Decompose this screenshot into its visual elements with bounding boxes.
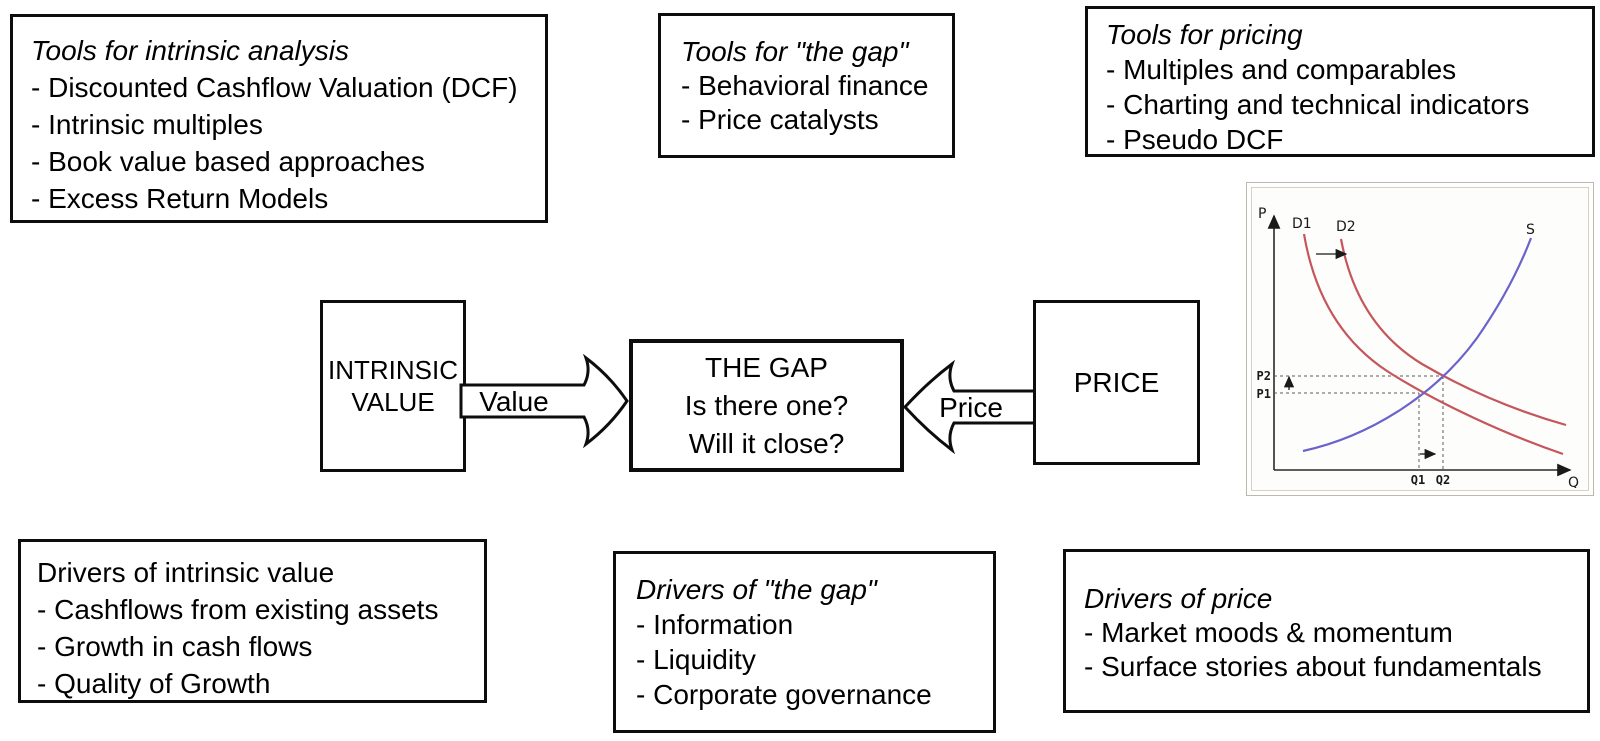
list-item: - Charting and technical indicators <box>1106 89 1530 120</box>
d2-curve-label: D2 <box>1336 219 1356 235</box>
gap-label-line3: Will it close? <box>688 427 845 459</box>
intrinsic-value-box: INTRINSIC VALUE <box>320 300 466 472</box>
p2-tick-label: P2 <box>1257 369 1271 383</box>
drivers-gap-box: Drivers of "the gap" - Information - Liqu… <box>613 551 996 733</box>
d1-curve-label: D1 <box>1292 216 1312 232</box>
list-item: - Discounted Cashflow Valuation (DCF) <box>31 72 518 103</box>
list-item: - Price catalysts <box>681 104 879 135</box>
list-item: - Multiples and comparables <box>1106 54 1457 85</box>
list-item: - Surface stories about fundamentals <box>1084 651 1542 682</box>
drivers-price-box: Drivers of price - Market moods & moment… <box>1063 549 1590 713</box>
p1-tick-label: P1 <box>1257 387 1271 401</box>
drivers-intrinsic-value-box: Drivers of intrinsic value - Cashflows f… <box>18 539 487 703</box>
price-arrow-label: Price <box>939 392 1003 423</box>
price-arrow: Price <box>902 359 1038 455</box>
tools-gap-box: Tools for "the gap" - Behavioral finance… <box>658 13 955 158</box>
price-box: PRICE <box>1033 300 1200 465</box>
y-axis-label: P <box>1258 206 1266 222</box>
box-items: - Behavioral finance- Price catalysts <box>681 69 944 137</box>
list-item: - Excess Return Models <box>31 183 329 214</box>
box-title: Drivers of "the gap" <box>636 574 877 605</box>
demand-curve-d2 <box>1339 238 1567 427</box>
tools-intrinsic-analysis-box: Tools for intrinsic analysis - Discounte… <box>10 14 548 223</box>
the-gap-box: THE GAP Is there one? Will it close? <box>629 339 904 472</box>
box-items: - Multiples and comparables - Charting an… <box>1106 52 1584 157</box>
supply-demand-chart-inner: P Q D1 D2 S P2 P1 Q1 Q2 <box>1251 187 1589 491</box>
price-label: PRICE <box>1073 366 1160 398</box>
box-items: - Information - Liquidity - Corporate gove… <box>636 607 985 712</box>
box-title: Tools for intrinsic analysis <box>31 35 349 66</box>
list-item: - Cashflows from existing assets <box>37 594 439 625</box>
list-item: - Pseudo DCF <box>1106 124 1284 155</box>
s-curve-label: S <box>1526 222 1535 238</box>
gap-label-line2: Is there one? <box>684 389 849 421</box>
tools-pricing-box: Tools for pricing - Multiples and compar… <box>1085 6 1595 157</box>
supply-curve-s <box>1302 237 1533 453</box>
box-items: - Discounted Cashflow Valuation (DCF) - I… <box>31 69 535 217</box>
box-title: Drivers of intrinsic value <box>37 557 335 588</box>
value-arrow-label: Value <box>479 386 549 417</box>
list-item: - Quality of Growth <box>37 668 271 699</box>
list-item: - Intrinsic multiples <box>31 109 263 140</box>
list-item: - Behavioral finance <box>681 70 929 101</box>
box-items: - Cashflows from existing assets - Growth… <box>37 591 476 702</box>
list-item: - Growth in cash flows <box>37 631 313 662</box>
price-arrow-shape <box>902 359 1038 455</box>
q2-tick-label: Q2 <box>1436 473 1450 487</box>
value-arrow-shape <box>459 353 629 449</box>
x-axis-label: Q <box>1568 475 1579 488</box>
box-title: Tools for "the gap" <box>681 36 909 67</box>
intrinsic-value-label-line2: VALUE <box>351 387 435 417</box>
list-item: - Information <box>636 609 794 640</box>
intrinsic-value-label-line1: INTRINSIC <box>328 355 458 385</box>
supply-demand-chart: P Q D1 D2 S P2 P1 Q1 Q2 <box>1246 182 1594 496</box>
gap-label-line1: THE GAP <box>705 351 828 383</box>
value-arrow: Value <box>459 353 629 449</box>
box-title: Tools for pricing <box>1106 19 1303 50</box>
list-item: - Corporate governance <box>636 679 932 710</box>
q1-tick-label: Q1 <box>1411 473 1425 487</box>
list-item: - Market moods & momentum <box>1084 617 1453 648</box>
box-items: - Market moods & momentum- Surface stori… <box>1084 616 1579 684</box>
supply-demand-plot: P Q D1 D2 S P2 P1 Q1 Q2 <box>1257 206 1579 491</box>
box-title: Drivers of price <box>1084 583 1273 614</box>
list-item: - Book value based approaches <box>31 146 425 177</box>
demand-curve-d1 <box>1302 233 1564 456</box>
list-item: - Liquidity <box>636 644 756 675</box>
